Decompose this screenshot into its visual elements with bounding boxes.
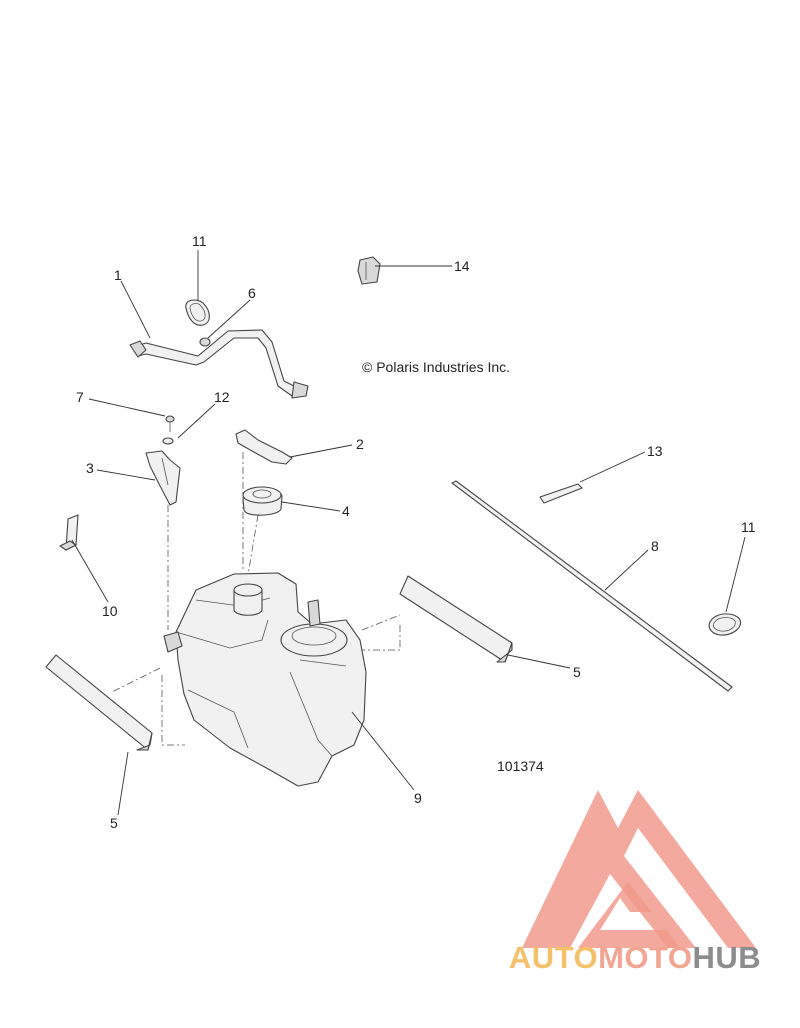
fuel-cap-part-4 <box>242 486 283 516</box>
watermark-word-auto: AUTO <box>508 940 599 975</box>
callout-6: 6 <box>248 285 256 301</box>
leader-lines <box>71 250 746 816</box>
callout-3: 3 <box>86 460 94 476</box>
callout-5-left: 5 <box>110 815 118 831</box>
callout-13: 13 <box>647 443 663 459</box>
diagram-number: 101374 <box>497 758 544 774</box>
pad-part-10 <box>59 514 79 551</box>
watermark-logo-icon <box>522 790 756 948</box>
callout-9: 9 <box>414 790 422 806</box>
watermark-word-hub: HUB <box>692 940 762 975</box>
callout-11-right: 11 <box>741 519 756 535</box>
callout-5-right: 5 <box>573 664 581 680</box>
clip-part-14 <box>357 256 381 285</box>
rod-part-8 <box>451 480 733 692</box>
callout-numbers: 11 1 6 14 7 12 3 2 4 10 13 8 11 5 5 9 <box>76 233 756 831</box>
bracket-part-3 <box>145 450 181 506</box>
foam-pad-part-5-right <box>399 575 513 663</box>
grommet-part-6 <box>199 337 211 347</box>
callout-1: 1 <box>114 267 122 283</box>
callout-8: 8 <box>651 538 659 554</box>
copyright-notice: © Polaris Industries Inc. <box>362 359 510 375</box>
watermark-word-moto: MOTO <box>598 940 693 975</box>
callout-12: 12 <box>214 389 230 405</box>
strip-part-13 <box>539 483 583 504</box>
callout-10: 10 <box>102 603 118 619</box>
bracket-part-2 <box>235 429 293 465</box>
screw-part-7 <box>165 415 175 432</box>
fuel-tank-part-9 <box>163 572 367 787</box>
watermark-wordmark: AUTOMOTOHUB <box>470 940 800 976</box>
washer-part-12 <box>162 437 174 445</box>
callout-14: 14 <box>454 258 470 274</box>
callout-2: 2 <box>356 436 364 452</box>
foam-pad-part-5-left <box>45 654 153 751</box>
automotohub-watermark: AUTOMOTOHUB <box>470 770 800 1028</box>
hose-clamp-part-11-top <box>185 299 210 326</box>
callout-4: 4 <box>342 503 350 519</box>
hose-clamp-part-11-right <box>708 613 742 636</box>
callout-11-top: 11 <box>192 233 207 249</box>
vent-tube-part-1 <box>129 329 309 399</box>
callout-7: 7 <box>76 389 84 405</box>
